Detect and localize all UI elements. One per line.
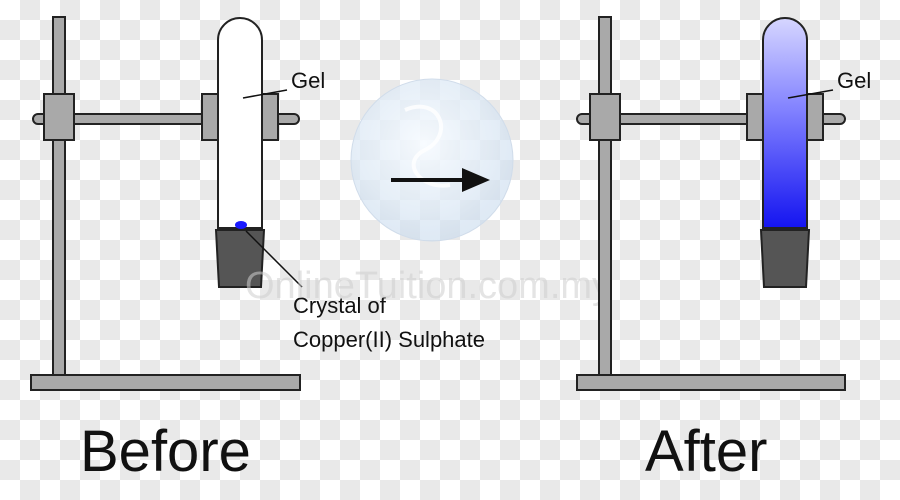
before-stand-rod xyxy=(52,16,66,376)
before-caption: Before xyxy=(80,419,251,484)
before-stand-base xyxy=(30,374,301,391)
after-boss-head xyxy=(589,93,621,141)
watermark-text: OnlineTuition.com.my xyxy=(245,265,611,307)
after-gel-label: Gel xyxy=(837,68,871,93)
transition-arrow-group xyxy=(350,78,514,242)
after-stand-base xyxy=(576,374,846,391)
after-apparatus: Gel xyxy=(576,16,871,391)
after-gel-leader xyxy=(787,89,834,99)
crystal-label-line1: Crystal of xyxy=(293,293,387,318)
after-stopper xyxy=(759,229,811,288)
before-gel-leader xyxy=(242,89,288,99)
before-clamp-jaw-left xyxy=(201,93,219,141)
before-test-tube xyxy=(217,17,263,229)
before-gel-label: Gel xyxy=(291,68,325,93)
center-orb xyxy=(350,78,514,242)
arrow-head-icon xyxy=(462,168,490,192)
after-stand-rod xyxy=(598,16,612,376)
crystal-label-line2: Copper(II) Sulphate xyxy=(293,327,485,352)
after-caption: After xyxy=(645,419,768,484)
before-boss-head xyxy=(43,93,75,141)
before-copper-crystal xyxy=(235,221,247,229)
after-clamp-jaw-right xyxy=(806,93,824,141)
after-test-tube xyxy=(762,17,808,229)
before-crystal-leader xyxy=(245,230,303,288)
after-clamp-jaw-left xyxy=(746,93,764,141)
before-apparatus: Gel Crystal of Copper(II) Sulphate xyxy=(30,16,485,391)
before-stopper xyxy=(214,229,266,288)
before-clamp-jaw-right xyxy=(261,93,279,141)
